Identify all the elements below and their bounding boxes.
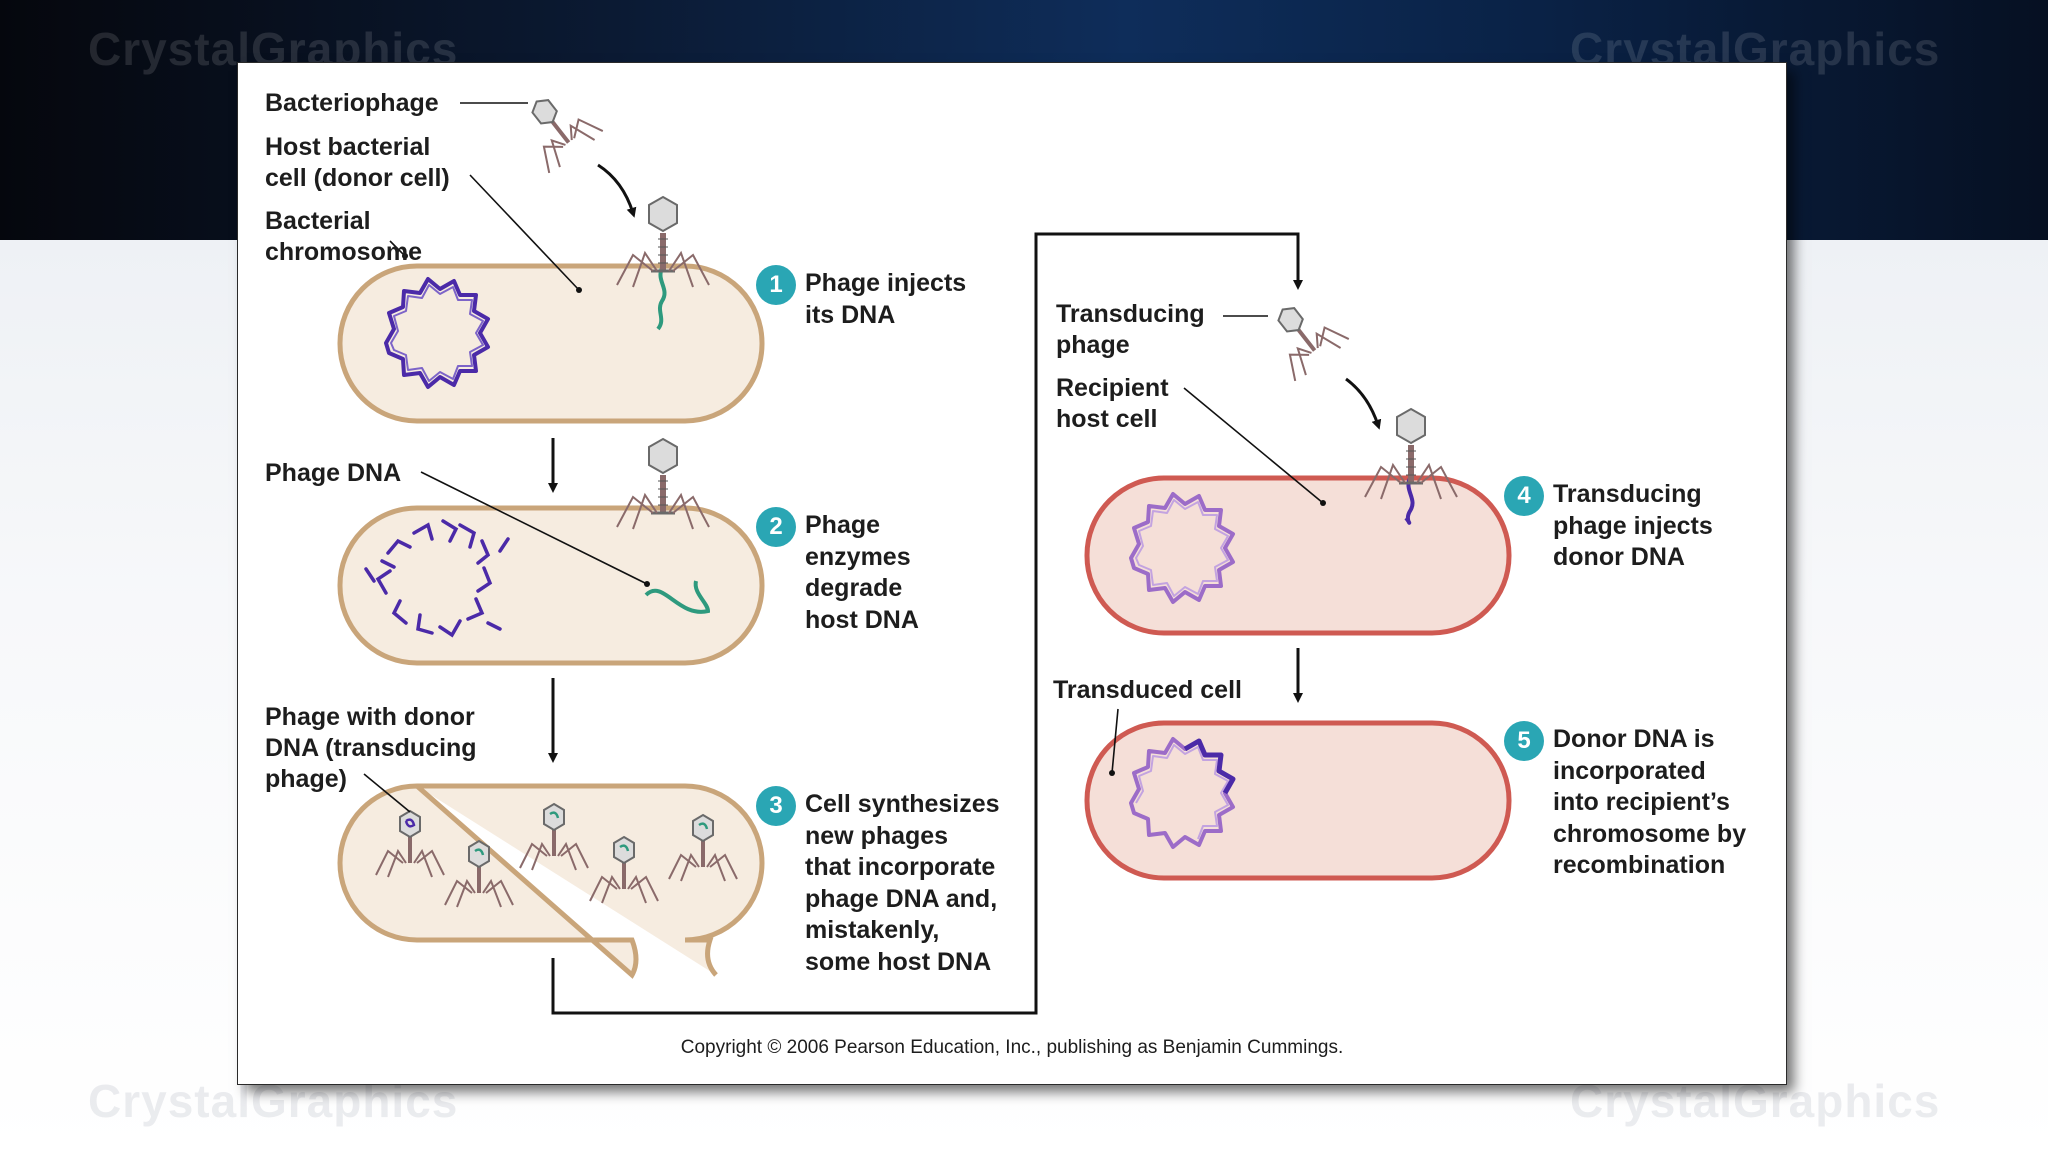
approach-arrow-1 bbox=[597, 163, 637, 218]
label-bacteriophage: Bacteriophage bbox=[265, 89, 439, 117]
label-recipient-cell: Recipient host cell bbox=[1056, 374, 1169, 433]
connector-to-step-4 bbox=[551, 232, 1303, 1015]
phage-free-1 bbox=[507, 78, 607, 177]
recipient-chromosome bbox=[1129, 492, 1235, 604]
label-host-cell: Host bacterial cell (donor cell) bbox=[265, 133, 450, 192]
step-4-badge: 4 bbox=[1504, 476, 1544, 516]
transduction-diagram bbox=[337, 78, 1512, 1015]
label-phage-dna: Phage DNA bbox=[265, 459, 402, 487]
label-bacterial-chromosome: Bacterial chromosome bbox=[265, 207, 422, 266]
label-transduced-cell: Transduced cell bbox=[1053, 676, 1242, 704]
donor-cell-3 bbox=[337, 783, 765, 979]
bacterial-chromosome-1 bbox=[384, 277, 490, 389]
step-2-text: Phage enzymes degrade host DNA bbox=[805, 511, 919, 634]
donor-cell-2 bbox=[337, 505, 765, 666]
label-transducing-phage: Transducing phage bbox=[1056, 300, 1205, 359]
step-1-text: Phage injects its DNA bbox=[805, 269, 967, 329]
phage-dna-in-cell-2 bbox=[644, 580, 711, 614]
injected-donor-dna bbox=[1404, 477, 1415, 525]
slide: Bacteriophage Host bacterial cell (donor… bbox=[238, 63, 1786, 1084]
step-4-text: Transducing phage injects donor DNA bbox=[1553, 480, 1713, 571]
recipient-cell bbox=[1084, 475, 1512, 636]
step-3-badge: 3 bbox=[756, 786, 796, 826]
approach-arrow-4 bbox=[1345, 377, 1382, 430]
step-3-text: Cell synthesizes new phages that incorpo… bbox=[805, 790, 1000, 976]
transduced-cell bbox=[1084, 720, 1512, 881]
step-5-badge: 5 bbox=[1504, 721, 1544, 761]
injected-phage-dna bbox=[656, 267, 667, 331]
incorporated-donor-dna bbox=[1183, 738, 1236, 795]
label-phage-with-donor: Phage with donor DNA (transducing phage) bbox=[265, 703, 477, 793]
step-1-badge: 1 bbox=[756, 265, 796, 305]
transducing-phage-free bbox=[1253, 286, 1353, 385]
step-2-badge: 2 bbox=[756, 507, 796, 547]
degraded-host-dna bbox=[364, 519, 510, 638]
copyright-notice: Copyright © 2006 Pearson Education, Inc.… bbox=[680, 1037, 1344, 1058]
step-5-text: Donor DNA is incorporated into recipient… bbox=[1553, 725, 1747, 879]
